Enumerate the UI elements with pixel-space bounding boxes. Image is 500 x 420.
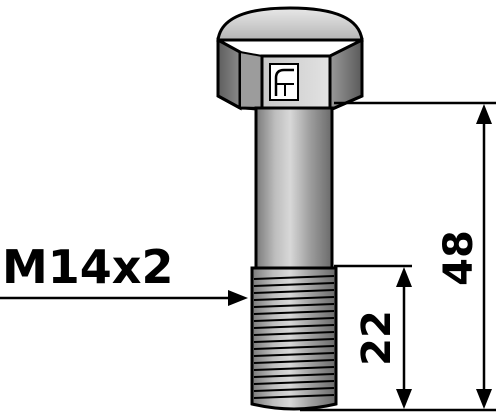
bolt-thread: [250, 266, 338, 411]
thread-lines: [253, 275, 335, 399]
dimension-arrowheads: [228, 104, 492, 409]
bolt-shank: [254, 106, 334, 270]
thread-ridge: [253, 303, 335, 308]
arrowhead-thread-top: [396, 267, 412, 287]
thread-ridge: [253, 296, 335, 301]
thread-ridge: [253, 366, 335, 371]
thread-ridge: [253, 352, 335, 357]
thread-ridge: [253, 338, 335, 343]
arrowhead-total-top: [476, 104, 492, 124]
bolt-head-top: [216, 6, 364, 42]
thread-ridge: [253, 275, 335, 280]
bolt-head-face-center: [239, 50, 263, 112]
bolt-head: [216, 6, 364, 113]
thread-ridge: [253, 387, 335, 392]
thread-ridge: [253, 359, 335, 364]
arrowhead-thread-bottom: [396, 389, 412, 409]
thread-ridge: [253, 310, 335, 315]
dimension-label-total: 48: [436, 230, 482, 286]
thread-ridge: [253, 345, 335, 350]
thread-ridge: [253, 317, 335, 322]
arrowhead-total-bottom: [476, 389, 492, 409]
arrowhead-thread-leader: [228, 290, 248, 306]
thread-ridge: [253, 289, 335, 294]
thread-ridge: [253, 331, 335, 336]
thread-ridge: [253, 324, 335, 329]
thread-ridge: [253, 282, 335, 287]
thread-ridge: [253, 380, 335, 385]
thread-size-label: M14x2: [2, 240, 173, 294]
dimension-lines: [0, 101, 496, 412]
thread-ridge: [253, 373, 335, 378]
thread-ridge: [253, 394, 335, 399]
manufacturer-logo: [269, 63, 299, 101]
dimension-label-thread: 22: [354, 310, 400, 366]
